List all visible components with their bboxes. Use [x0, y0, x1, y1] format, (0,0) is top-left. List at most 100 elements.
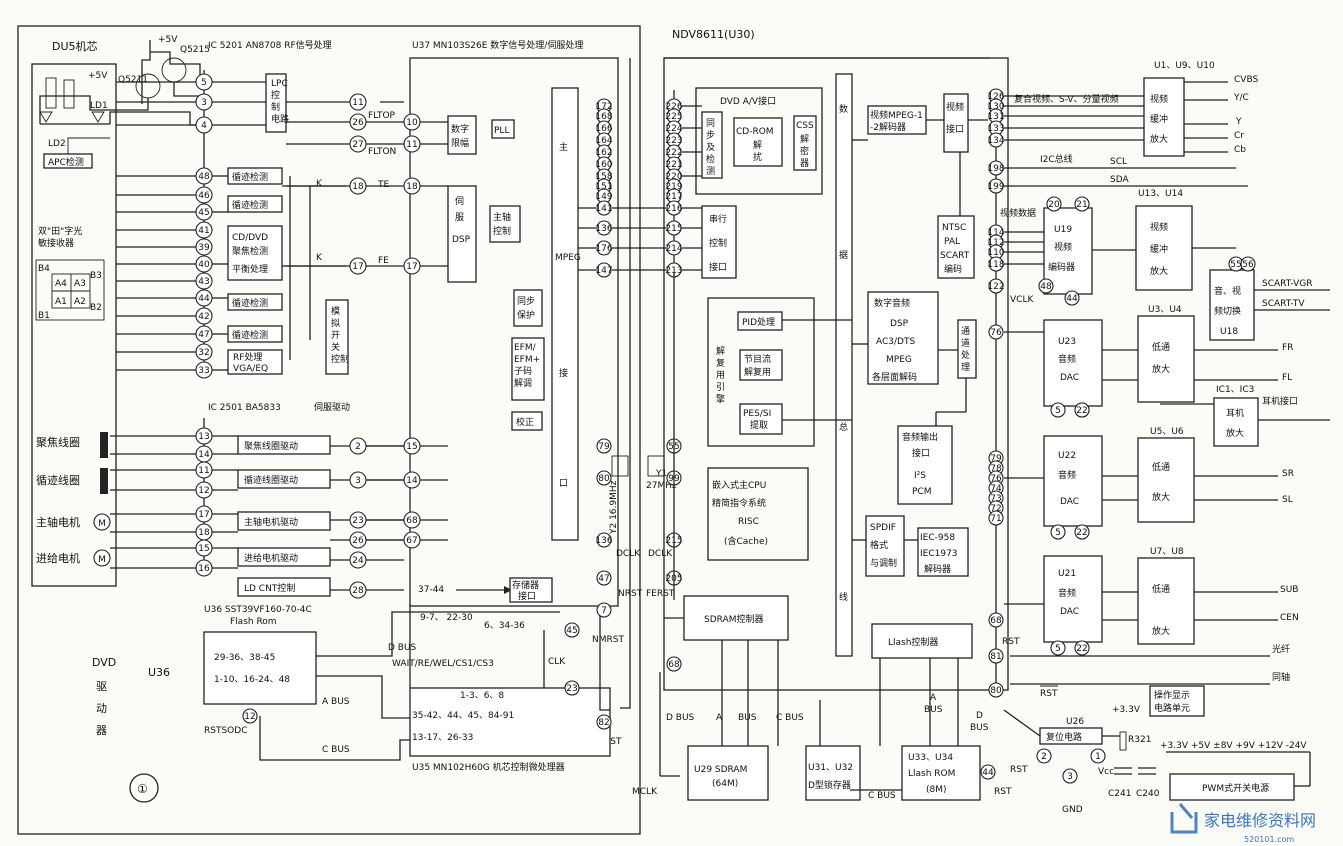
pin-u37b-4-circle — [596, 532, 612, 548]
pin-ic5201-6-circle — [195, 221, 213, 239]
pin-misc-13: 44 — [982, 768, 994, 778]
servo-dsp-2: 服 — [455, 212, 464, 223]
pin-u37b-9: 45 — [566, 626, 577, 636]
pin-u30r-19: 71 — [990, 514, 1001, 524]
ch-proc-3: 处 — [961, 349, 970, 361]
u21-3: DAC — [1060, 607, 1079, 617]
lpf3-2: 放大 — [1152, 625, 1170, 637]
c240-label: C240 — [1136, 789, 1160, 799]
pin-u37l-6: 14 — [406, 476, 418, 486]
earphone-port-label: 耳机接口 — [1262, 395, 1298, 407]
video-buf-1-box — [1143, 77, 1185, 157]
nmrst-label: NMRST — [592, 635, 624, 645]
ch-proc-box — [957, 319, 977, 379]
pin-ic5201-12: 47 — [198, 330, 209, 340]
pin-ic5201-7-circle — [195, 238, 213, 256]
abus-t1: A — [930, 693, 937, 703]
pin-ic5201-4-circle — [195, 186, 213, 204]
apc-label: APC检测 — [48, 156, 84, 168]
efm-2: EFM+ — [514, 355, 540, 365]
i2s-1: I²S — [914, 471, 926, 481]
dclk-right: DCLK — [648, 549, 673, 559]
cdrom-box — [733, 117, 783, 167]
iec-2: IEC1973 — [920, 549, 958, 559]
pin-misc-18-circle — [1074, 402, 1090, 418]
actuators: 聚焦线圈 循迹线圈 主轴电机 M 进给电机 M — [36, 432, 111, 567]
pin-misc-6: 5 — [1055, 406, 1061, 416]
pin-u30l-5: 221 — [665, 160, 682, 170]
v33-label: +3.3V — [1112, 705, 1141, 715]
u18-2: 频切换 — [1214, 305, 1241, 317]
cdrom-3: 扰 — [753, 151, 762, 163]
u23-box — [1043, 319, 1103, 407]
pin-ic5201-3: 48 — [198, 172, 210, 182]
pin-misc-1-circle — [1074, 196, 1090, 212]
pin-misc-6-circle — [1050, 402, 1066, 418]
pin-u30r-21: 81 — [990, 652, 1001, 662]
u26-label: U26 — [1066, 717, 1084, 727]
lpf-3-box — [1137, 557, 1195, 645]
pin-an8708-3: 18 — [352, 182, 364, 192]
pid-box — [737, 311, 783, 331]
sync-detect-5: 测 — [706, 166, 715, 177]
sl-label: SL — [1282, 495, 1293, 505]
pin-u30l-2: 224 — [665, 124, 682, 134]
u19-2: 视频 — [1054, 241, 1072, 253]
analog-sw-5: 控制 — [331, 353, 349, 365]
spdif-3: 与调制 — [870, 557, 897, 569]
flash-ctrl-box — [871, 623, 973, 659]
ld1-label: LD1 — [90, 101, 108, 111]
pin-u30r-12: 76 — [990, 328, 1002, 338]
serial-1: 串行 — [709, 213, 727, 225]
pin-u37b-6-circle — [596, 570, 612, 586]
dclk-left: DCLK — [616, 549, 641, 559]
pin-u37l-4: 17 — [406, 262, 417, 272]
audio-dsp-box — [867, 291, 939, 385]
video-dec-2: -2解码器 — [870, 121, 906, 133]
pin-an8708-4: 17 — [352, 262, 363, 272]
rst-label-u33: RST — [994, 787, 1012, 797]
focus-coil-label: 聚焦线圈 — [36, 435, 80, 449]
flash-rom-label: Flash Rom — [230, 617, 277, 627]
analog-sw-2: 拟 — [331, 317, 340, 329]
pin-u37l-5: 15 — [406, 442, 417, 452]
demux-v3: 用 — [716, 370, 725, 381]
css-2: 解 — [800, 133, 809, 145]
u22-3: DAC — [1060, 497, 1079, 507]
pin-misc-18: 22 — [1076, 406, 1087, 416]
plus5v-a: +5V — [158, 35, 178, 45]
k-label-2: K — [316, 253, 323, 263]
pin-misc-14: 2 — [1041, 752, 1047, 762]
efm-box — [511, 337, 545, 401]
u33-1: U33、U34 — [908, 753, 953, 763]
spdif-box — [865, 515, 905, 577]
iec-box — [917, 527, 969, 577]
scart-vgr-label: SCART-VGR — [1262, 279, 1313, 289]
pin-ic5201-8: 40 — [198, 260, 210, 270]
digital-limit-2: 限幅 — [451, 137, 469, 149]
pin-u30l-9: 216 — [665, 204, 682, 214]
pin-u30r-6-circle — [988, 178, 1004, 194]
analog-sw-4: 关 — [331, 341, 340, 353]
pin-u37l-7: 68 — [406, 516, 418, 526]
pin-ic2501-6: 15 — [198, 544, 209, 554]
pin-u37b-1: 80 — [598, 474, 610, 484]
demux-v2: 复 — [716, 357, 725, 369]
cell-b4: B4 — [38, 264, 50, 274]
ntsc-4: 编码 — [944, 263, 962, 275]
lpc-t3: 制 — [271, 101, 280, 113]
pin-ic5201-1: 3 — [201, 98, 207, 108]
u36-title: U36 SST39VF160-70-4C — [204, 605, 312, 615]
analog-sw-3: 开 — [331, 330, 340, 341]
plus5v-b: +5V — [88, 71, 108, 81]
sync-detect-2: 步 — [706, 130, 715, 141]
ndv-title: NDV8611(U30) — [672, 28, 755, 41]
fltop-label: FLTOP — [368, 111, 396, 121]
lpf-1-box — [1137, 315, 1195, 403]
pin-u30r-11: 122 — [987, 282, 1004, 292]
pin-ic2501-4: 17 — [198, 510, 209, 520]
pin-misc-0-circle — [1046, 196, 1062, 212]
css-4: 器 — [800, 158, 809, 169]
pin-u30r-4-circle — [988, 132, 1004, 148]
